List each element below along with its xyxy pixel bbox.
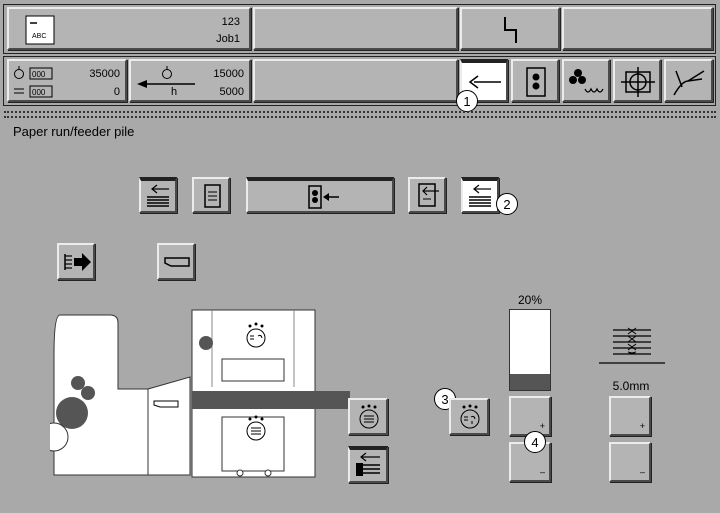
cylinder-small-1 xyxy=(71,376,85,390)
preset-remaining: 5000 xyxy=(219,86,244,98)
thickness-plus-button[interactable]: + xyxy=(609,396,651,436)
transfer-plate xyxy=(147,376,191,476)
counter-total-icon: 000 xyxy=(14,66,53,80)
sheet-icon xyxy=(204,184,221,208)
sheet-button[interactable] xyxy=(192,177,230,213)
thickness-minus-button[interactable]: – xyxy=(609,442,651,482)
pile-sensor-button[interactable] xyxy=(348,398,388,435)
preset-unit: h xyxy=(171,86,178,98)
tab-washing[interactable] xyxy=(664,59,713,102)
preset-total: 15000 xyxy=(213,68,244,80)
pile-lower-icon xyxy=(356,452,380,476)
pile-sensor-bottom-icon xyxy=(246,415,266,441)
pile-lower-button[interactable] xyxy=(348,446,388,483)
wash-icon xyxy=(673,70,705,96)
thickness-value: 5.0mm xyxy=(612,379,650,393)
pile-sensor-icon xyxy=(359,404,379,429)
job-button[interactable]: ABC 123 Job1 xyxy=(7,7,251,50)
sensor-dot xyxy=(199,336,213,350)
document-icon xyxy=(25,15,55,45)
suction-head-button[interactable] xyxy=(449,398,489,435)
counter-button[interactable]: 000 000 35000 0 xyxy=(7,59,127,102)
sheet-eject-button[interactable] xyxy=(408,177,446,213)
svg-text:000: 000 xyxy=(32,70,46,79)
printing-unit-body xyxy=(53,314,161,476)
gauge-plus-button[interactable]: + xyxy=(509,396,551,436)
feed-arrow-right-icon xyxy=(64,253,91,271)
cylinder-edge xyxy=(50,422,69,452)
feed-table xyxy=(192,391,350,409)
feeder-pile-box xyxy=(221,416,285,472)
minus-label: – xyxy=(639,467,645,477)
gauge-percent: 20% xyxy=(517,293,543,307)
pile-stack-button[interactable] xyxy=(461,177,499,213)
feed-forward-button[interactable] xyxy=(57,243,95,280)
job-name: Job1 xyxy=(216,33,240,45)
plus-label: + xyxy=(539,421,545,431)
pile-raise-button[interactable] xyxy=(139,177,177,213)
job-number: 123 xyxy=(221,16,240,28)
counter-total: 35000 xyxy=(89,68,120,80)
callout-4: 4 xyxy=(524,431,546,453)
arrow-left-icon xyxy=(468,75,501,89)
side-lay-icon xyxy=(164,257,190,267)
wheel-left xyxy=(236,469,244,477)
fault-signal-icon xyxy=(504,17,517,43)
side-lay-button[interactable] xyxy=(157,243,195,280)
preset-button[interactable]: h 15000 5000 xyxy=(129,59,251,102)
header-slot-row2[interactable] xyxy=(253,59,458,102)
separator xyxy=(4,116,716,118)
preset-arrow-icon xyxy=(137,66,195,88)
tab-pile[interactable] xyxy=(511,59,559,102)
pile-sensor-top-icon xyxy=(246,322,266,348)
gauge-bar xyxy=(509,309,551,391)
cylinder-large xyxy=(56,397,88,429)
side-lay-marker xyxy=(153,400,179,408)
pile-icon xyxy=(526,67,546,97)
feeder-drive-icon xyxy=(308,185,339,209)
callout-2: 2 xyxy=(496,193,518,215)
register-icon xyxy=(621,67,655,97)
counter-good: 0 xyxy=(113,86,120,98)
ink-fountain-icon xyxy=(569,69,604,93)
wheel-right xyxy=(264,469,272,477)
sheet-eject-icon xyxy=(418,183,439,207)
pile-stack-icon xyxy=(469,184,491,207)
feeder-machine-diagram xyxy=(50,309,350,478)
cylinder-small-2 xyxy=(81,386,95,400)
plus-label: + xyxy=(639,421,645,431)
tab-register[interactable] xyxy=(613,59,661,102)
header-slot-4[interactable] xyxy=(562,7,713,50)
page-title: Paper run/feeder pile xyxy=(13,124,135,139)
gauge-fill xyxy=(510,374,550,390)
svg-text:000: 000 xyxy=(32,88,46,97)
minus-label: – xyxy=(539,467,545,477)
counter-good-icon: 000 xyxy=(14,85,53,98)
sheet-thickness-icon xyxy=(599,327,665,364)
pile-arrow-in-icon xyxy=(147,184,169,207)
fault-button[interactable] xyxy=(460,7,560,50)
feeder-head-box xyxy=(221,358,285,382)
doc-label: ABC xyxy=(32,33,47,40)
callout-1: 1 xyxy=(456,90,478,112)
tab-inking[interactable] xyxy=(562,59,610,102)
separator xyxy=(4,111,716,113)
header-slot-2[interactable] xyxy=(253,7,458,50)
feeder-drive-button[interactable] xyxy=(246,177,394,213)
suction-head-icon xyxy=(460,404,480,429)
